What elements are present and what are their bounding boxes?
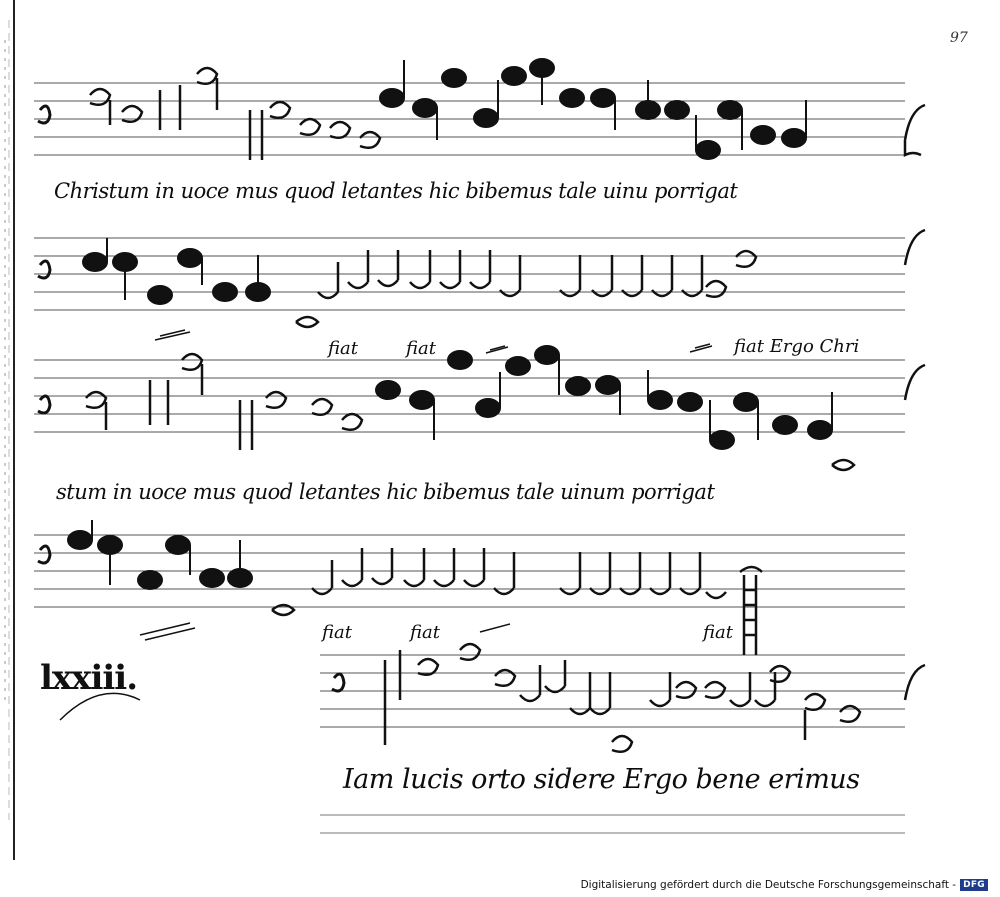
decorative-flourishes [59,329,713,721]
chant-number: lxxiii. [40,658,138,698]
lyric-fiat-ergo: fiat Ergo Chri [734,336,860,357]
lyric-fiat-1: fiat [328,338,358,359]
notes-staff-4 [67,520,253,590]
lyric-fiat-4: fiat [410,622,440,643]
notes-staff-3 [375,345,833,450]
lyric-fiat-3: fiat [322,622,352,643]
open-notes-staff-4 [271,548,763,655]
open-notes-staff-5 [383,642,862,753]
staff-5 [320,654,905,728]
staff-4 [34,534,905,608]
lyric-fiat-5: fiat [703,622,733,643]
dfg-badge: DFG [960,879,988,891]
open-notes-staff-2 [295,249,758,329]
lyric-line-3: stum in uoce mus quod letantes hic bibem… [56,480,715,504]
lyric-fiat-2: fiat [406,338,436,359]
lyric-line-5: Iam lucis orto sidere Ergo bene erimus [343,764,860,795]
footer-text: Digitalisierung gefördert durch die Deut… [580,879,957,891]
notes-staff-1 [379,58,807,160]
staff-1 [34,82,905,156]
clef-marks [37,104,346,693]
open-notes-staff-1 [89,66,382,160]
left-margin-bleed [4,0,15,860]
music-score [34,58,926,834]
notes-staff-2 [82,238,271,305]
lyric-line-1: Christum in uoce mus quod letantes hic b… [54,179,738,203]
end-custos [903,103,926,701]
open-notes-staff-3 [85,352,856,472]
folio-number: 97 [950,30,968,46]
staff-6 [320,814,905,834]
footer-credit: Digitalisierung gefördert durch die Deut… [581,879,988,891]
